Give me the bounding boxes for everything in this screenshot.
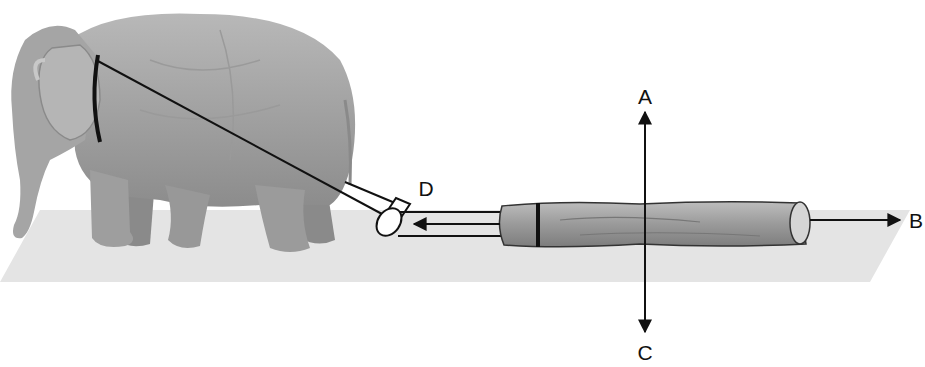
chain bbox=[398, 235, 510, 237]
force-arrow bbox=[644, 112, 646, 223]
force-arrow bbox=[414, 223, 500, 225]
force-label: D bbox=[418, 178, 433, 199]
force-arrow bbox=[810, 219, 900, 221]
force-label: A bbox=[638, 86, 652, 107]
roller bbox=[371, 198, 410, 241]
elephant bbox=[11, 14, 355, 252]
rope bbox=[345, 182, 395, 203]
log bbox=[499, 202, 810, 247]
force-arrow bbox=[644, 223, 646, 332]
force-label: B bbox=[909, 210, 923, 231]
force-label: C bbox=[637, 342, 652, 363]
chain bbox=[400, 211, 510, 213]
rope bbox=[96, 60, 382, 214]
